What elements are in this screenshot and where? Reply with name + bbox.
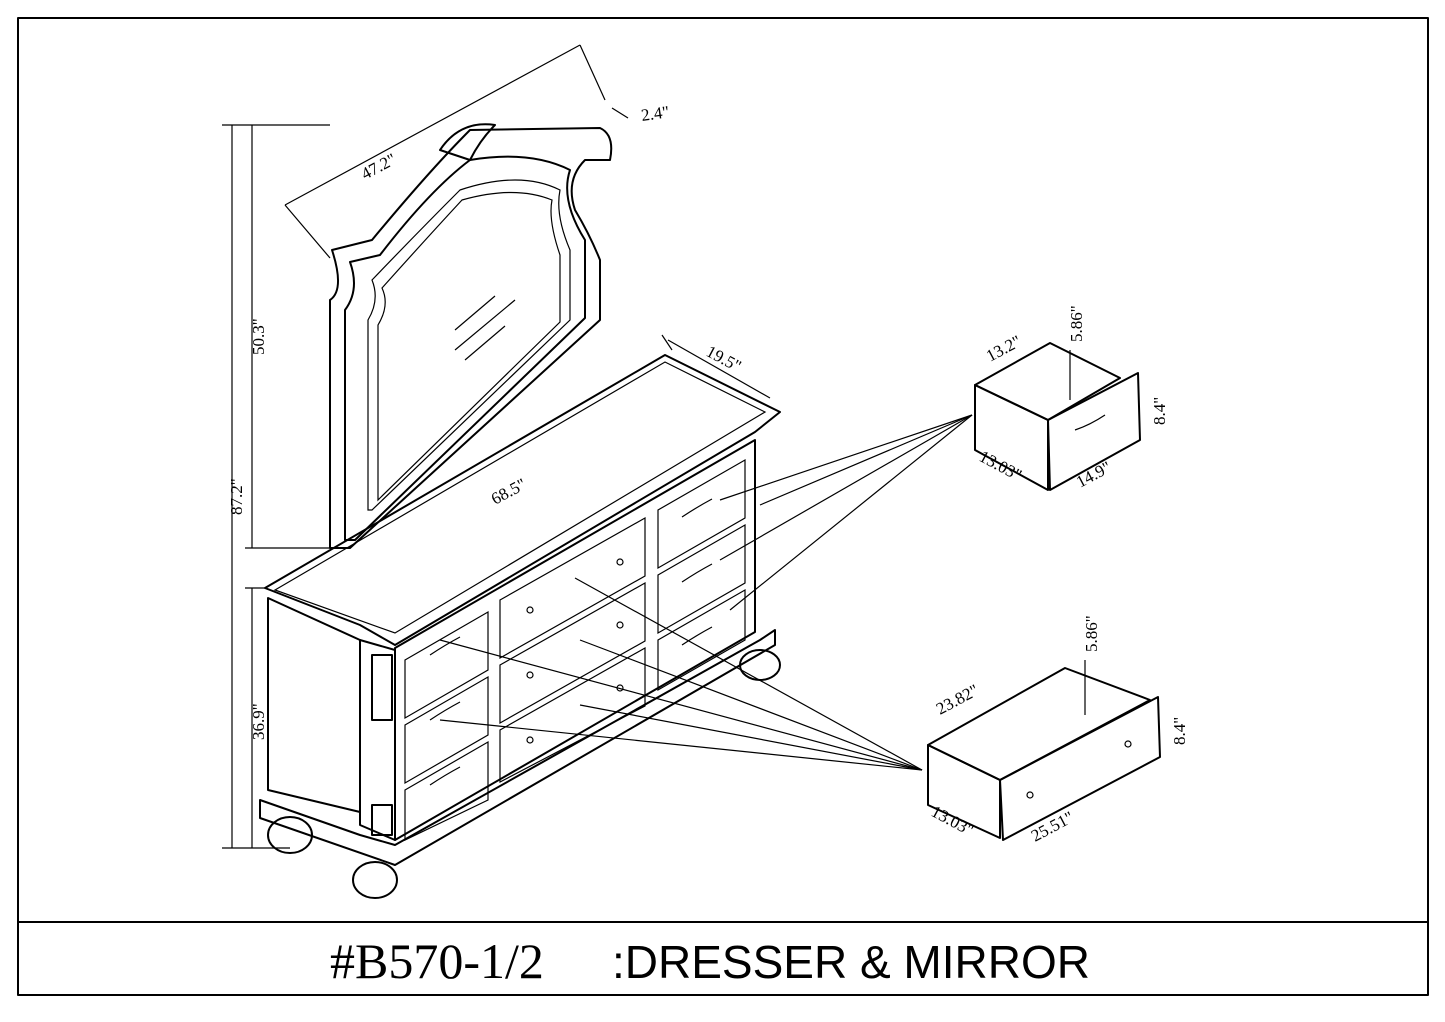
small-drawer-detail <box>974 342 1141 491</box>
small-drawer-front-height-label: 8.4" <box>1150 397 1169 425</box>
dresser-height-label: 36.9" <box>249 703 268 740</box>
large-drawer-detail <box>927 660 1161 841</box>
large-drawer-depth-label: 13.03" <box>928 802 977 840</box>
small-drawer-front-width-label: 14.9" <box>1073 458 1114 492</box>
mirror-thickness-label: 2.4" <box>640 102 671 125</box>
dimension-lines <box>222 44 771 849</box>
small-drawer-inner-height-label: 5.86" <box>1067 305 1086 342</box>
small-drawer-depth-label: 13.03" <box>976 447 1025 485</box>
model-number: #B570-1/2 <box>330 933 544 989</box>
large-drawer-front-height-label: 8.4" <box>1170 717 1189 745</box>
leader-lines <box>439 414 973 771</box>
mirror-height-label: 50.3" <box>249 318 268 355</box>
mirror-illustration <box>329 123 613 549</box>
dresser-depth-label: 19.5" <box>703 342 744 376</box>
large-drawer-inner-width-label: 23.82" <box>933 681 982 719</box>
large-drawer-inner-height-label: 5.86" <box>1082 615 1101 652</box>
dresser-width-label: 68.5" <box>488 475 529 509</box>
dresser-illustration <box>259 354 781 899</box>
outer-border <box>17 17 1429 996</box>
dimension-labels: 2.4" 47.2" 50.3" 87.2" 19.5" 68.5" 36.9"… <box>227 102 1189 845</box>
total-height-label: 87.2" <box>227 478 246 515</box>
product-description: :DRESSER & MIRROR <box>612 936 1090 988</box>
